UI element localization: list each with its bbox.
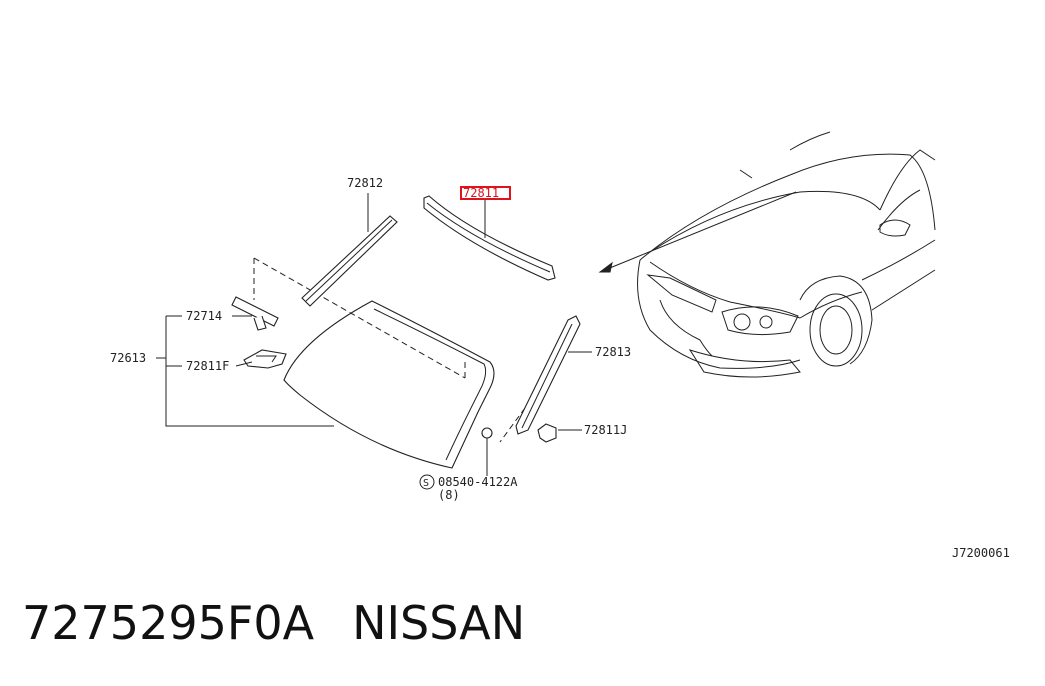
windshield-inner-edge <box>373 308 487 461</box>
callout-72811J: 72811J <box>584 423 627 437</box>
guide-line <box>499 407 526 443</box>
callout-72613: 72613 <box>110 351 146 365</box>
guide-line <box>253 257 466 379</box>
bracket-detail <box>256 355 277 363</box>
part-72811J-clip <box>537 423 557 443</box>
molding-edge <box>521 323 573 429</box>
part-72811-molding <box>423 195 556 281</box>
clip-stem <box>253 315 267 331</box>
part-72811F-bracket <box>243 349 287 369</box>
windshield-glass <box>283 300 495 469</box>
molding-edge <box>305 219 393 302</box>
bolt-symbol-icon <box>419 474 435 490</box>
bolt-head <box>481 427 493 439</box>
bolt-marker: S <box>423 478 429 489</box>
car-illustration <box>598 131 936 378</box>
brand-name: NISSAN <box>352 596 526 650</box>
leader-72811F <box>235 361 253 367</box>
callout-bolt: 08540-4122A <box>438 475 518 489</box>
diagram-code: J7200061 <box>952 546 1010 560</box>
caption: 7275295F0A NISSAN <box>22 596 563 650</box>
part-number: 7275295F0A <box>22 596 315 650</box>
highlight-box <box>460 186 511 200</box>
part-72812-molding <box>301 215 398 307</box>
callout-72714: 72714 <box>186 309 222 323</box>
callout-bolt-qty: (8) <box>438 488 460 502</box>
molding-edge <box>426 202 551 273</box>
callout-72813: 72813 <box>595 345 631 359</box>
callout-72812: 72812 <box>347 176 383 190</box>
bracket-72613 <box>165 316 334 427</box>
callout-72811: 72811 <box>463 186 499 200</box>
callout-72811F: 72811F <box>186 359 229 373</box>
